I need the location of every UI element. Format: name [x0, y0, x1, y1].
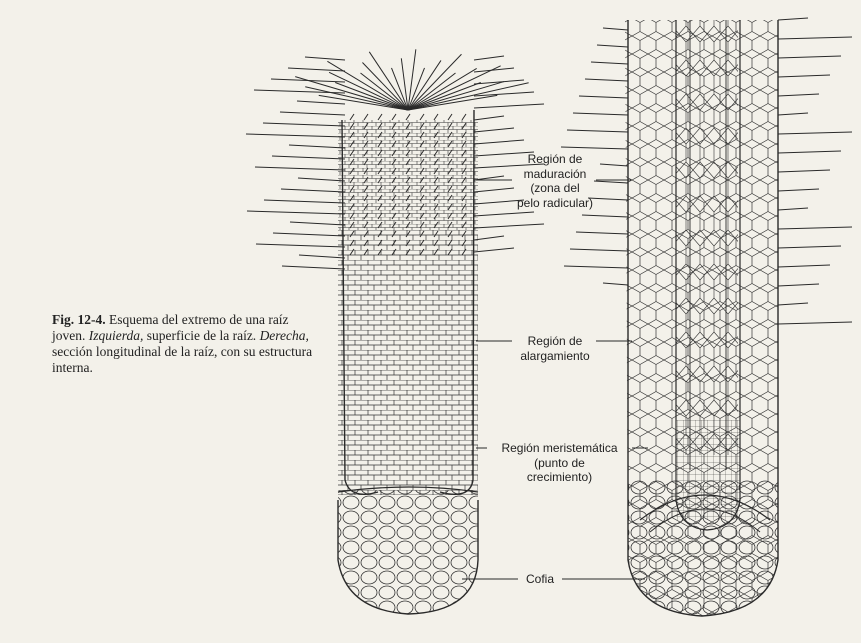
caption-italic-left: Izquierda,	[89, 328, 144, 343]
root-hair	[582, 215, 628, 217]
root-hair	[778, 75, 830, 77]
root-hair	[462, 114, 466, 120]
root-hair	[392, 114, 396, 120]
root-hair	[778, 189, 819, 191]
root-hair	[295, 77, 408, 110]
root-hair	[778, 151, 841, 153]
label-alargamiento: Región de alargamiento	[512, 334, 598, 363]
root-hair	[778, 265, 830, 267]
label-cofia: Cofia	[518, 572, 562, 587]
label-meristematica: Región meristemática (punto de crecimien…	[487, 441, 632, 485]
root-hair	[474, 56, 504, 60]
label-maduracion: Región de maduración (zona del pelo radi…	[512, 152, 598, 210]
root-hair	[474, 176, 504, 180]
root-hair	[778, 170, 830, 172]
root-hair	[273, 233, 345, 236]
root-hair	[573, 113, 628, 115]
root-hair	[778, 113, 808, 115]
figure-caption: Fig. 12-4. Esquema del extremo de una ra…	[52, 312, 317, 376]
label-line: (punto de	[487, 456, 632, 471]
root-hair	[778, 56, 841, 58]
label-line: pelo radicular)	[512, 196, 598, 211]
label-line: crecimiento)	[487, 470, 632, 485]
root-hair	[256, 244, 345, 247]
root-hair	[264, 200, 345, 203]
root-hair	[474, 116, 504, 120]
root-hair	[255, 167, 345, 170]
figure-number: Fig. 12-4.	[52, 312, 106, 327]
label-line: Región de	[512, 334, 598, 349]
root-hair	[585, 79, 628, 81]
root-hair	[434, 114, 438, 120]
root-hair	[281, 189, 345, 192]
root-hair	[561, 147, 628, 149]
root-hair	[474, 104, 544, 108]
root-hair	[282, 266, 345, 269]
root-hair	[420, 114, 424, 120]
caption-italic-right: Derecha,	[260, 328, 309, 343]
root-hair	[600, 164, 628, 166]
root-hair	[254, 90, 345, 93]
root-hair	[778, 227, 852, 229]
root-hair	[564, 266, 628, 268]
root-hair	[579, 96, 628, 98]
root-hair	[272, 156, 345, 159]
root-hair	[246, 134, 345, 137]
root-hair	[408, 82, 504, 110]
root-hair	[298, 178, 345, 181]
caption-text-3: sección longitudinal de la raíz, con su …	[52, 344, 312, 375]
root-hair	[288, 68, 345, 71]
root-hair	[350, 114, 354, 120]
right-root-section	[561, 15, 852, 625]
root-hair	[378, 114, 382, 120]
root-hair	[280, 112, 345, 115]
root-hair	[597, 45, 628, 47]
root-hair	[474, 212, 534, 216]
root-hair	[474, 248, 514, 252]
root-hair	[778, 208, 808, 210]
label-line: (zona del	[512, 181, 598, 196]
root-hair	[297, 101, 345, 104]
root-hair	[289, 145, 345, 148]
label-line: Región meristemática	[487, 441, 632, 456]
label-line: alargamiento	[512, 349, 598, 364]
root-hair	[576, 232, 628, 234]
root-hair	[594, 181, 628, 183]
root-hair	[778, 18, 808, 20]
label-line: maduración	[512, 167, 598, 182]
root-hair	[263, 123, 345, 126]
root-hair	[406, 114, 410, 120]
label-leaders	[462, 180, 648, 579]
root-hair	[319, 95, 408, 110]
root-hair	[474, 128, 514, 132]
root-hair	[271, 79, 345, 82]
root-hair	[408, 66, 501, 110]
root-hair	[474, 140, 524, 144]
root-hair	[603, 283, 628, 285]
root-hair	[778, 284, 819, 286]
root-hair	[778, 132, 852, 134]
root-hair	[247, 211, 345, 214]
root-hair	[474, 224, 544, 228]
root-hair	[364, 114, 368, 120]
root-hair	[567, 130, 628, 132]
label-line: Región de	[512, 152, 598, 167]
root-hair	[778, 303, 808, 305]
root-hair	[570, 249, 628, 251]
root-hair	[778, 246, 841, 248]
root-hair	[778, 322, 852, 324]
root-hair	[290, 222, 345, 225]
caption-text-2: superficie de la raíz.	[143, 328, 259, 343]
root-hair	[778, 94, 819, 96]
root-hair	[474, 236, 504, 240]
root-hair	[305, 57, 345, 60]
root-hair	[474, 188, 514, 192]
label-line: Cofia	[518, 572, 562, 587]
root-hair	[448, 114, 452, 120]
root-hair	[329, 72, 408, 110]
root-hair	[778, 37, 852, 39]
root-hair	[603, 28, 628, 30]
root-hair	[591, 62, 628, 64]
